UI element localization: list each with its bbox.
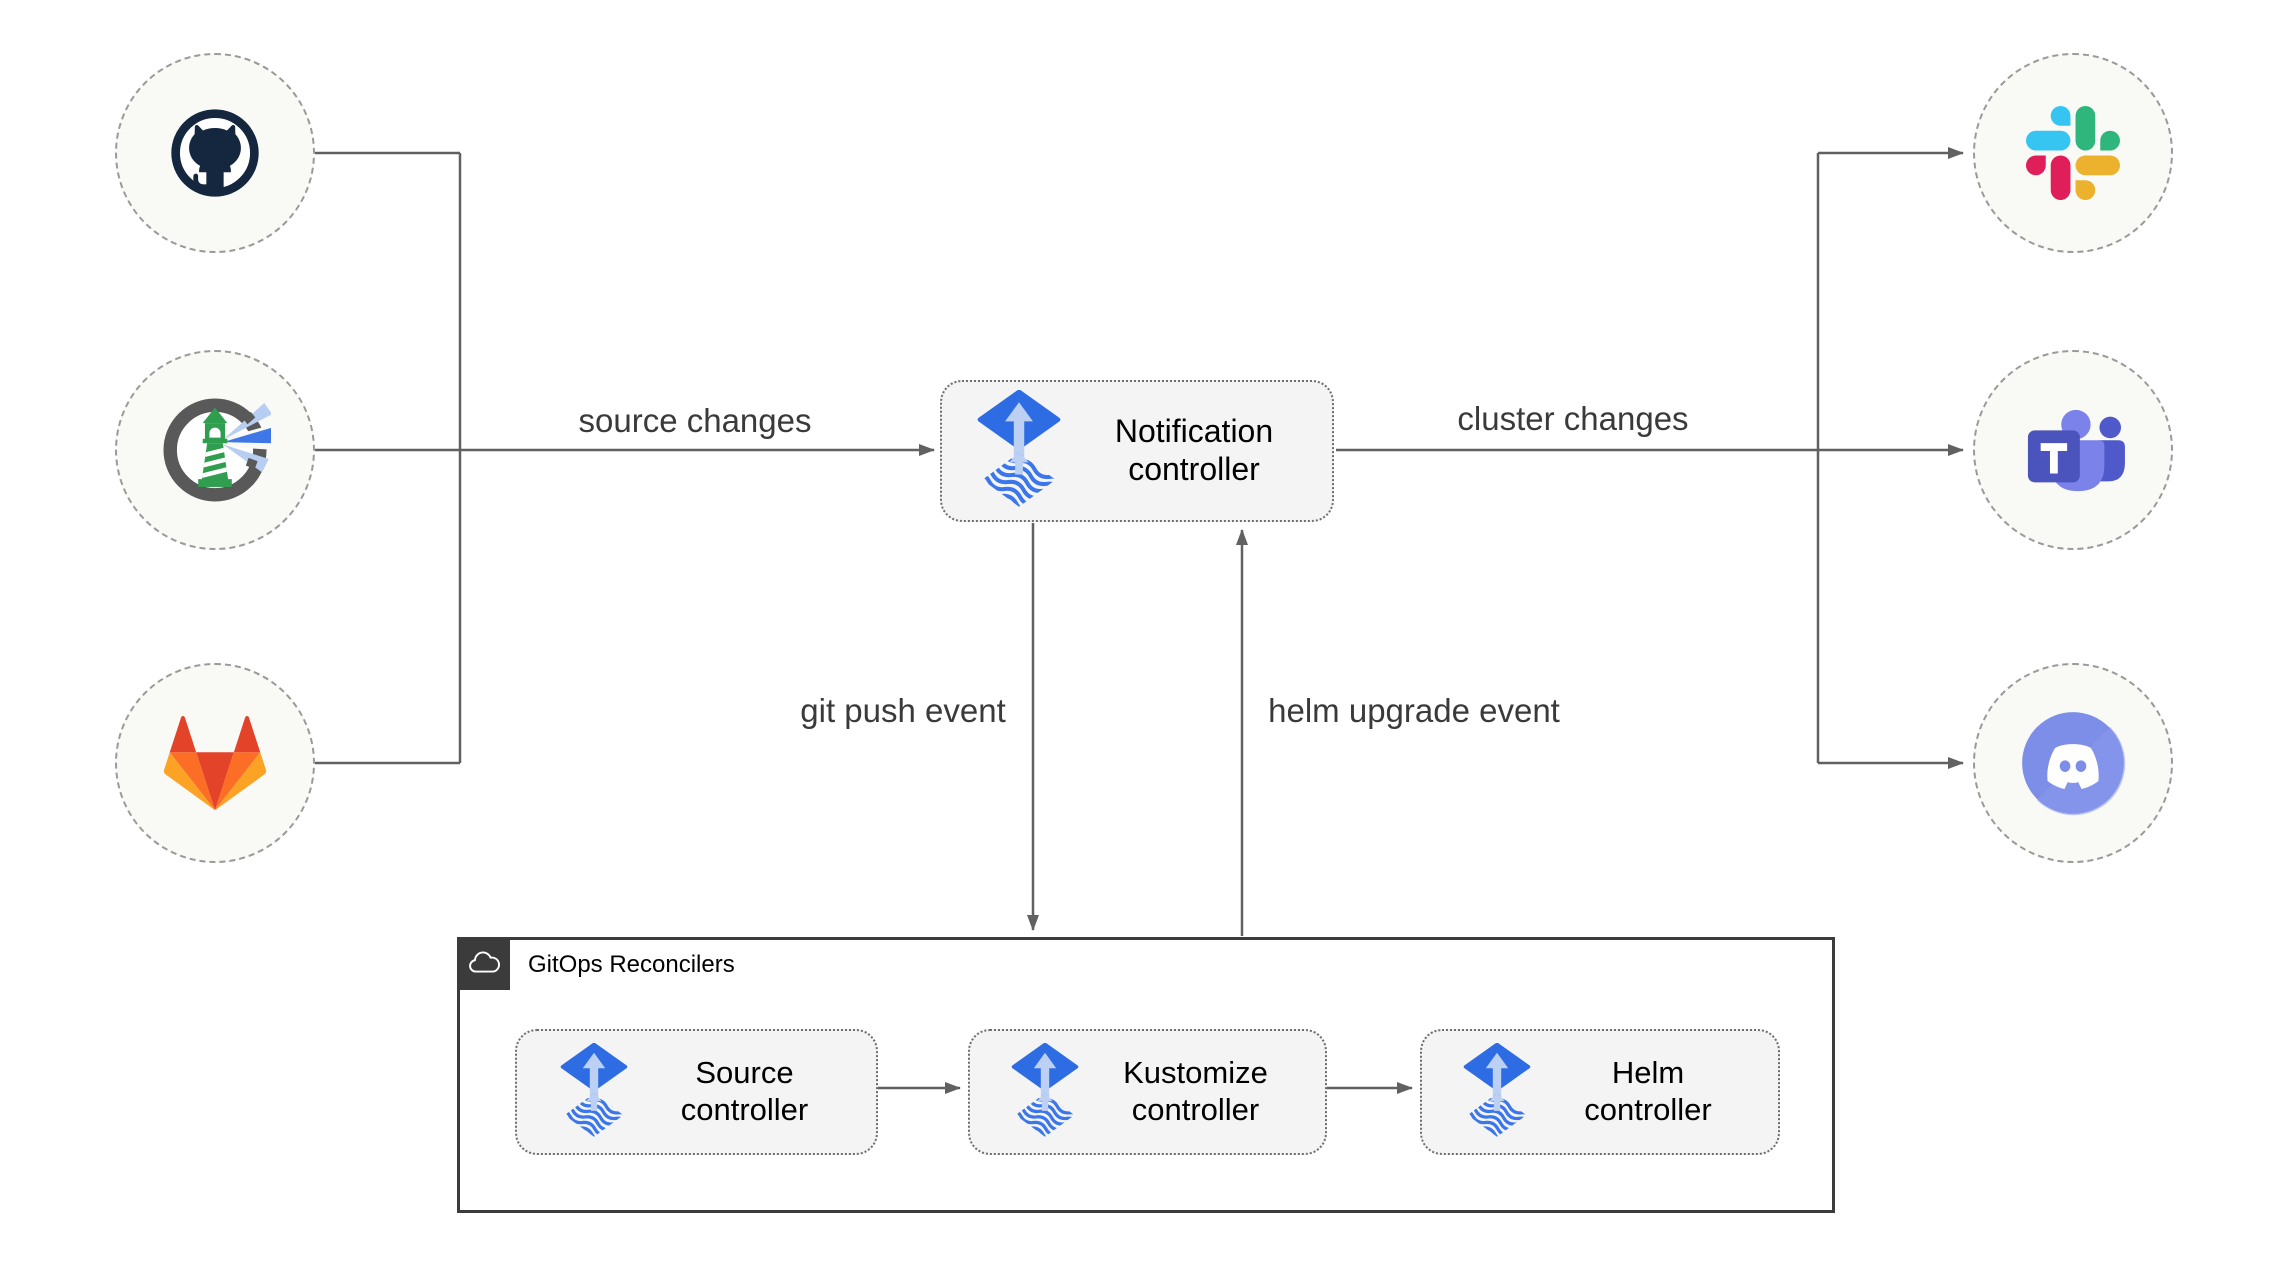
edge-label-cluster-changes: cluster changes bbox=[1451, 400, 1695, 438]
ms-teams-node bbox=[1973, 350, 2173, 550]
flux-icon bbox=[1011, 1043, 1078, 1137]
helm-controller-label: Helm controller bbox=[1584, 1055, 1712, 1127]
flux-icon bbox=[977, 390, 1061, 507]
notification-controller-label: Notification controller bbox=[1114, 413, 1274, 487]
notification-controller-node: Notification controller bbox=[940, 380, 1334, 522]
edge-label-git-push: git push event bbox=[794, 692, 1012, 730]
github-node bbox=[115, 53, 315, 253]
discord-icon bbox=[2022, 712, 2126, 816]
kustomize-controller-node: Kustomize controller bbox=[968, 1029, 1327, 1155]
gitlab-node bbox=[115, 663, 315, 863]
flux-icon bbox=[1463, 1043, 1531, 1137]
gitops-reconcilers-container: GitOps Reconcilers bbox=[457, 937, 1835, 1213]
discord-node bbox=[1973, 663, 2173, 863]
cloud-icon bbox=[468, 951, 500, 973]
github-icon bbox=[171, 109, 259, 197]
source-controller-node: Source controller bbox=[515, 1029, 878, 1155]
kustomize-controller-label: Kustomize controller bbox=[1123, 1055, 1268, 1127]
helm-controller-node: Helm controller bbox=[1420, 1029, 1780, 1155]
container-badge bbox=[457, 937, 510, 990]
harbor-node bbox=[115, 350, 315, 550]
ms-teams-icon bbox=[2027, 409, 2125, 492]
gitlab-icon bbox=[163, 716, 267, 811]
slack-node bbox=[1973, 53, 2173, 253]
flux-icon bbox=[560, 1043, 627, 1137]
harbor-icon bbox=[163, 398, 271, 502]
gitops-container-title: GitOps Reconcilers bbox=[528, 951, 735, 978]
edge-label-helm-upgrade: helm upgrade event bbox=[1262, 692, 1566, 730]
slack-icon bbox=[2026, 106, 2120, 200]
edge-label-source-changes: source changes bbox=[572, 402, 818, 440]
source-controller-label: Source controller bbox=[680, 1055, 809, 1127]
